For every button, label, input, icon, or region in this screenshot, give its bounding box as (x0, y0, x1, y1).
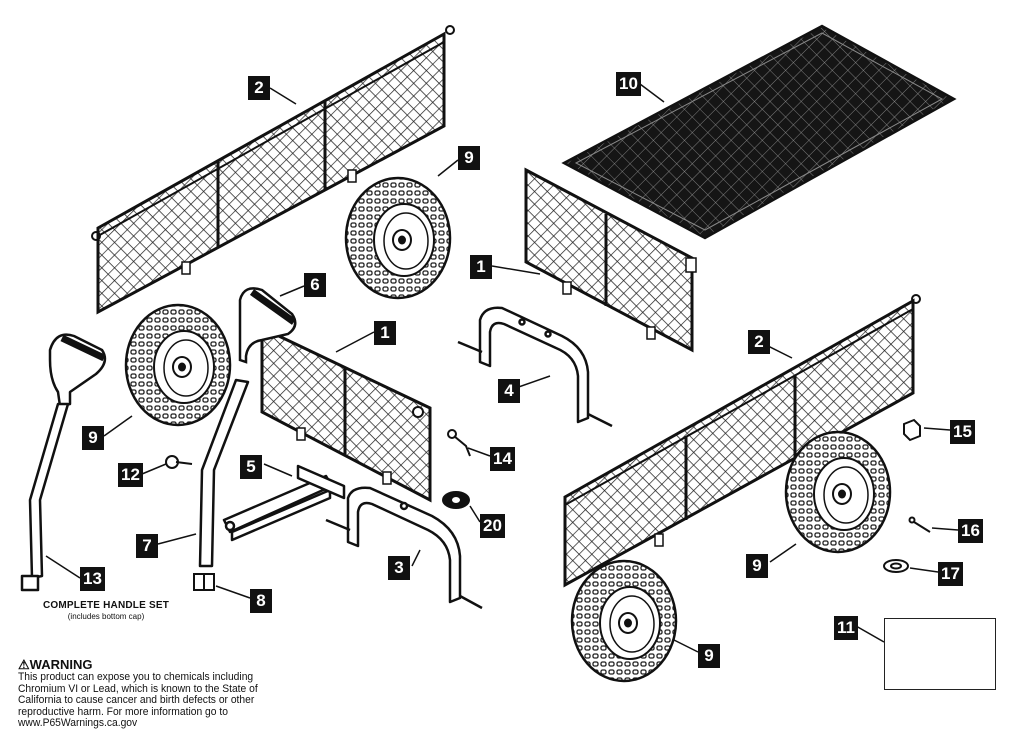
end-panel-upper (524, 167, 697, 353)
part-label-2-upper: 2 (248, 76, 270, 100)
prop65-warning: ⚠WARNING This product can expose you to … (18, 657, 268, 730)
axle-bracket-lower (325, 486, 483, 610)
part-label-1-upper: 1 (470, 255, 492, 279)
hitch-pin (165, 455, 193, 469)
part-label-11: 11 (834, 616, 858, 640)
washer-20 (442, 491, 470, 509)
leader-lines (45, 83, 959, 653)
part-label-5: 5 (240, 455, 262, 479)
warning-body: This product can expose you to chemicals… (18, 671, 258, 729)
handle-set-title: COMPLETE HANDLE SET (42, 600, 170, 611)
part-label-9-c: 9 (746, 554, 768, 578)
side-panel-upper (91, 25, 455, 315)
handle-rod (198, 378, 250, 568)
part-label-4: 4 (498, 379, 520, 403)
wheel-b (124, 303, 232, 427)
part-label-2-lower: 2 (748, 330, 770, 354)
part-label-9-d: 9 (698, 644, 720, 668)
warning-title: WARNING (29, 657, 93, 672)
part-label-12: 12 (118, 463, 143, 487)
part-label-13: 13 (80, 567, 105, 591)
wheel-d (570, 559, 678, 683)
part-label-3: 3 (388, 556, 410, 580)
part-label-15: 15 (950, 420, 975, 444)
part-label-9-a: 9 (458, 146, 480, 170)
part-label-9-b: 9 (82, 426, 104, 450)
end-panel-lower (260, 325, 432, 503)
complete-handle-set (20, 333, 107, 592)
axle-bracket-upper (457, 306, 613, 428)
handle-grip (238, 287, 297, 364)
warning-title-row: ⚠WARNING (18, 657, 268, 672)
part-label-17: 17 (938, 562, 963, 586)
side-panel-lower (563, 294, 921, 588)
wheel-a (344, 176, 452, 300)
part-label-6: 6 (304, 273, 326, 297)
handle-set-caption: COMPLETE HANDLE SET (includes bottom cap… (26, 600, 186, 621)
part-label-1-lower: 1 (374, 321, 396, 345)
part-label-10: 10 (616, 72, 641, 96)
warning-triangle-icon: ⚠ (18, 657, 30, 672)
washer-17 (883, 559, 909, 573)
part-label-16: 16 (958, 519, 983, 543)
pin-16 (908, 516, 931, 533)
wheel-c (784, 430, 892, 554)
part-label-20: 20 (480, 514, 505, 538)
bottom-cap (193, 573, 215, 591)
part-label-7: 7 (136, 534, 158, 558)
part-label-8: 8 (250, 589, 272, 613)
cart-bed-mat (561, 24, 957, 240)
part-11-label-box (884, 618, 996, 690)
part-label-14: 14 (490, 447, 515, 471)
bolt-14 (447, 429, 471, 457)
handle-set-subtitle: (includes bottom cap) (67, 612, 145, 621)
clip-15 (903, 418, 921, 442)
tongue-bracket (222, 464, 346, 542)
